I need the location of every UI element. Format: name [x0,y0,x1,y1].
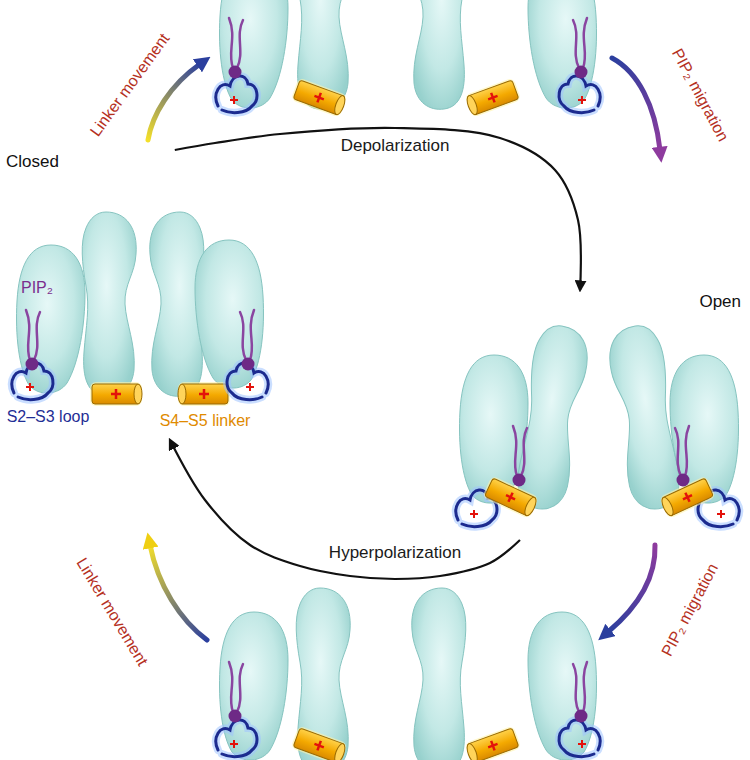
open-channel [456,323,739,527]
process-arrow [148,64,200,140]
gating-arrow [170,440,520,579]
depolarizing-channel [216,0,600,118]
state-node: Open [452,290,745,540]
process-label: Linker movement [87,30,174,140]
state-label: Closed [2,150,63,174]
transition-label: Depolarization [338,136,453,156]
state-label: Open [695,290,745,314]
molecule-label: PIP₂ [21,279,53,297]
process-arrow [612,58,660,150]
transition-label: Hyperpolarization [326,543,464,563]
process-label: PIP₂ migration [658,561,722,660]
process-arrow [608,545,655,632]
process-arrow [150,545,207,640]
process-label: Linker movement [73,555,152,669]
domain-label: S4–S5 linker [160,412,251,430]
domain-label: S2–S3 loop [7,408,90,426]
gating-arrow [175,128,581,290]
hyperpolarizing-channel [216,588,600,760]
closed-channel [12,212,268,406]
process-label: PIP₂ migration [668,46,732,145]
